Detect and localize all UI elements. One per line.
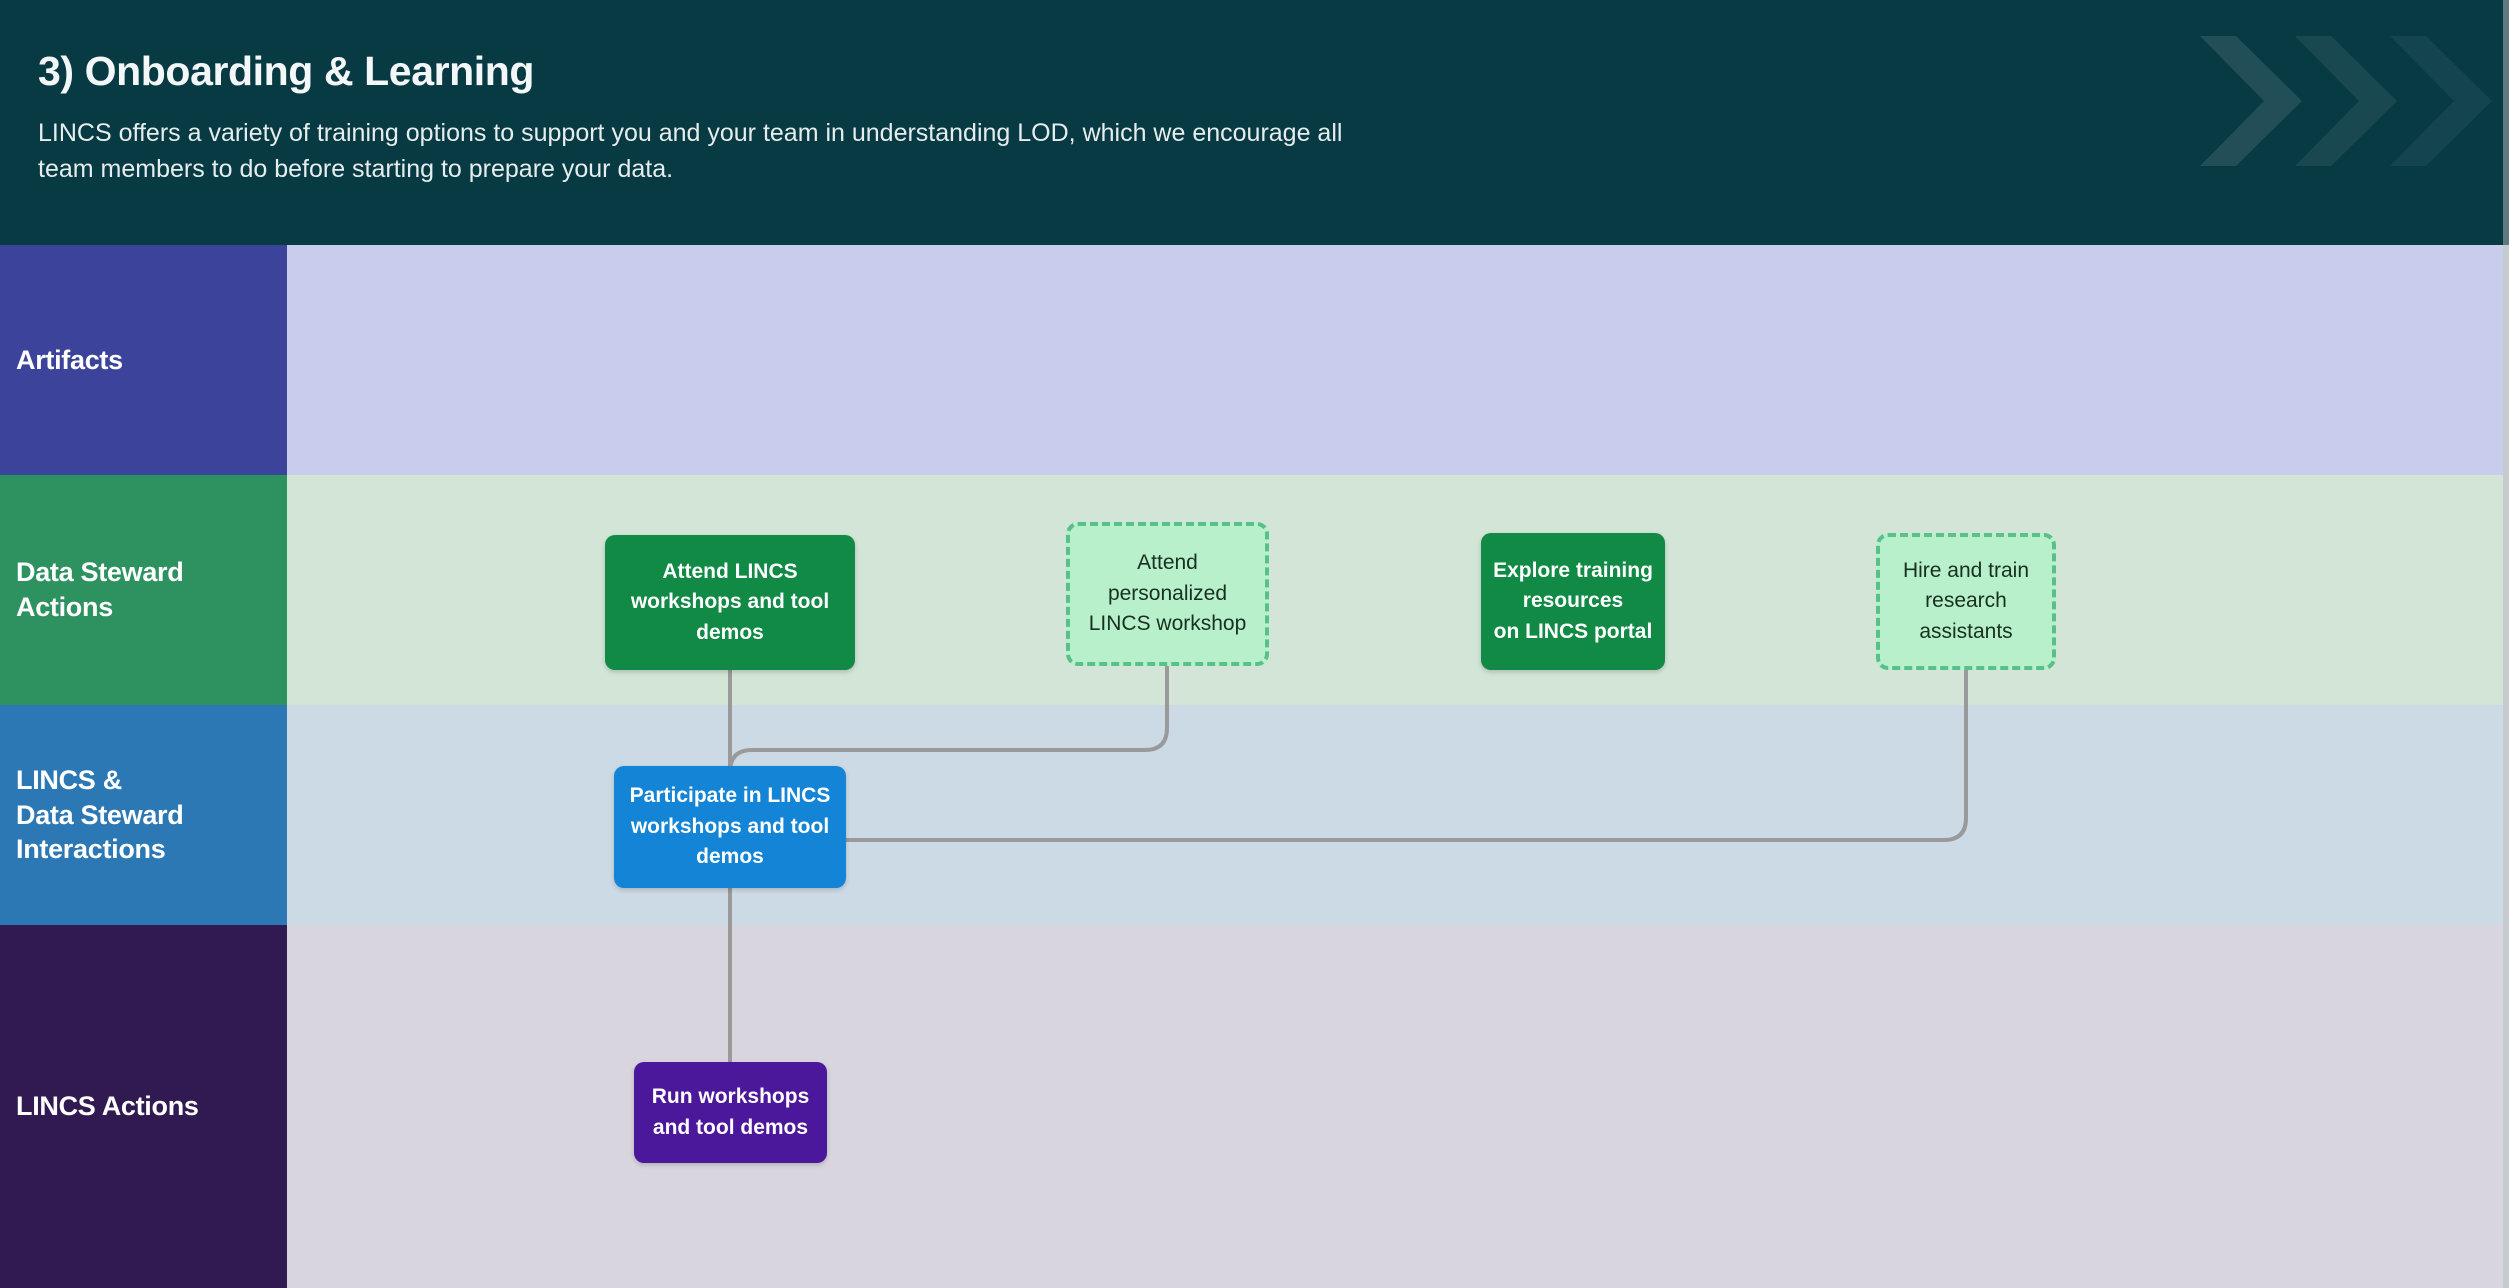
swimlane-lincs-data-steward-interactions: LINCS & Data Steward Interactions	[0, 705, 2503, 925]
node-label: Participate in LINCS workshops and tool …	[629, 784, 831, 869]
node-explore-training-resources-on-lincs-portal[interactable]: Explore training resources on LINCS port…	[1481, 533, 1665, 670]
node-attend-personalized-lincs-workshop[interactable]: Attend personalized LINCS workshop	[1066, 522, 1269, 666]
node-attend-lincs-workshops-and-tool-demos[interactable]: Attend LINCS workshops and tool demos	[605, 535, 855, 670]
swimlane-label-text: LINCS & Data Steward Interactions	[16, 765, 184, 865]
swimlane-label-text: LINCS Actions	[16, 1091, 199, 1122]
chevron-right-icon	[2295, 36, 2397, 166]
page-subtitle: LINCS offers a variety of training optio…	[38, 119, 1343, 183]
right-margin-strip-header	[2503, 0, 2509, 245]
swimlane-label-artifacts: Artifacts	[0, 245, 287, 475]
swimlane-label-lincs-actions: LINCS Actions	[0, 925, 287, 1288]
swimlane-body-lincs-actions	[287, 925, 2503, 1288]
chevron-right-icon	[2390, 36, 2492, 166]
node-hire-and-train-research-assistants[interactable]: Hire and train research assistants	[1876, 533, 2056, 670]
swimlane-lincs-actions: LINCS Actions	[0, 925, 2503, 1288]
page-header: 3) Onboarding & Learning LINCS offers a …	[0, 0, 2503, 245]
node-label: Attend personalized LINCS workshop	[1088, 551, 1247, 636]
right-margin-strip	[2503, 0, 2509, 1288]
swimlane-label-text: Data Steward Actions	[16, 557, 184, 622]
node-label: Attend LINCS workshops and tool demos	[630, 559, 830, 644]
swimlane-label-lincs-data-steward-interactions: LINCS & Data Steward Interactions	[0, 705, 287, 925]
node-label: Explore training resources on LINCS port…	[1493, 558, 1653, 643]
node-run-workshops-and-tool-demos[interactable]: Run workshops and tool demos	[634, 1062, 827, 1163]
page-title: 3) Onboarding & Learning	[38, 48, 535, 94]
swimlane-artifacts: Artifacts	[0, 245, 2503, 475]
node-label: Hire and train research assistants	[1902, 558, 2030, 643]
swimlane-label-data-steward-actions: Data Steward Actions	[0, 475, 287, 705]
chevron-right-icon	[2200, 36, 2302, 166]
node-participate-in-lincs-workshops-and-tool-demos[interactable]: Participate in LINCS workshops and tool …	[614, 766, 846, 888]
node-label: Run workshops and tool demos	[651, 1085, 810, 1139]
swimlane-label-text: Artifacts	[16, 344, 123, 375]
swimlane-body-artifacts	[287, 245, 2503, 475]
